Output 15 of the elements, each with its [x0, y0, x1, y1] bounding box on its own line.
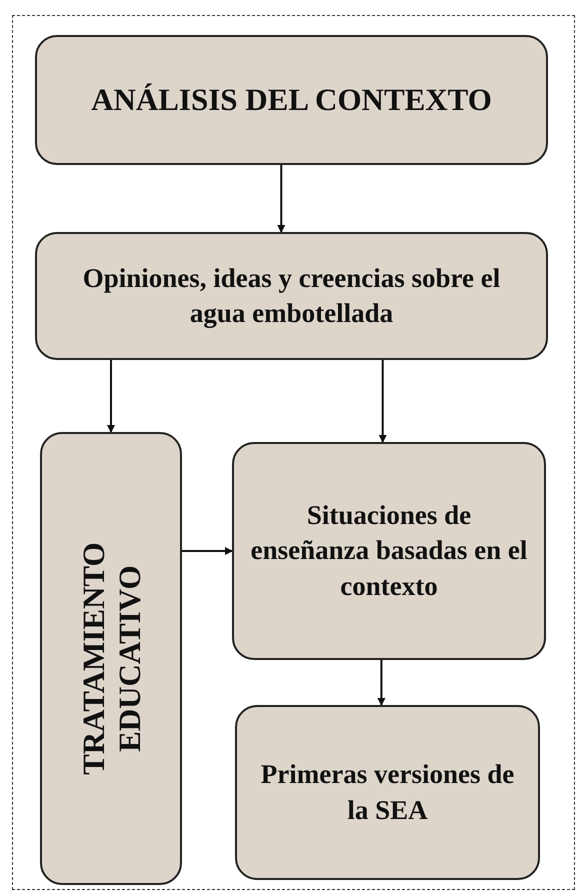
box-label: Primeras versiones de la SEA: [260, 758, 516, 826]
box-label: Situaciones de enseñanza basadas en el contexto: [250, 499, 528, 603]
process-box: [232, 442, 546, 660]
process-box: [235, 705, 540, 880]
process-box: [35, 232, 548, 360]
box-label: ANÁLISIS DEL CONTEXTO: [90, 80, 493, 119]
box-label: Opiniones, ideas y creencias sobre el agua embotellada: [82, 262, 502, 330]
process-box: [40, 432, 182, 885]
process-box: [35, 35, 548, 165]
arrow: [182, 547, 233, 555]
arrow: [378, 360, 387, 443]
arrow: [277, 165, 286, 233]
arrow: [107, 360, 115, 433]
box-label: TRATAMIENTO EDUCATIVO: [75, 541, 147, 777]
arrow: [377, 660, 386, 706]
